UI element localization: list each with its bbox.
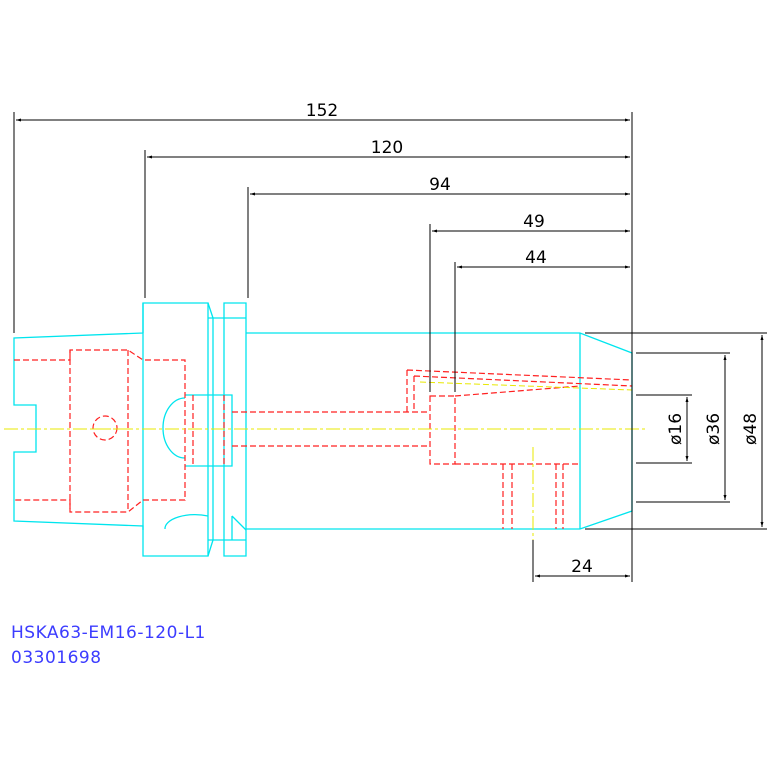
dim-body-diameter: ø48 bbox=[741, 413, 761, 445]
taper-highlight bbox=[419, 381, 633, 391]
dim-body-length: 94 bbox=[429, 175, 451, 195]
dim-front-diameter: ø36 bbox=[704, 413, 724, 445]
dim-bore-depth: 44 bbox=[525, 248, 547, 268]
dim-side-screw-position: 24 bbox=[571, 557, 593, 577]
hidden-features bbox=[14, 349, 633, 529]
article-number: 03301698 bbox=[11, 648, 102, 668]
dim-gauge-length: 120 bbox=[371, 138, 403, 158]
dim-bore-diameter: ø16 bbox=[666, 413, 686, 445]
dim-clamp-depth: 49 bbox=[523, 212, 545, 232]
dimension-lines bbox=[13, 112, 767, 582]
centerline bbox=[4, 428, 645, 540]
dim-overall-length: 152 bbox=[306, 101, 338, 121]
part-number: HSKA63-EM16-120-L1 bbox=[11, 623, 206, 643]
